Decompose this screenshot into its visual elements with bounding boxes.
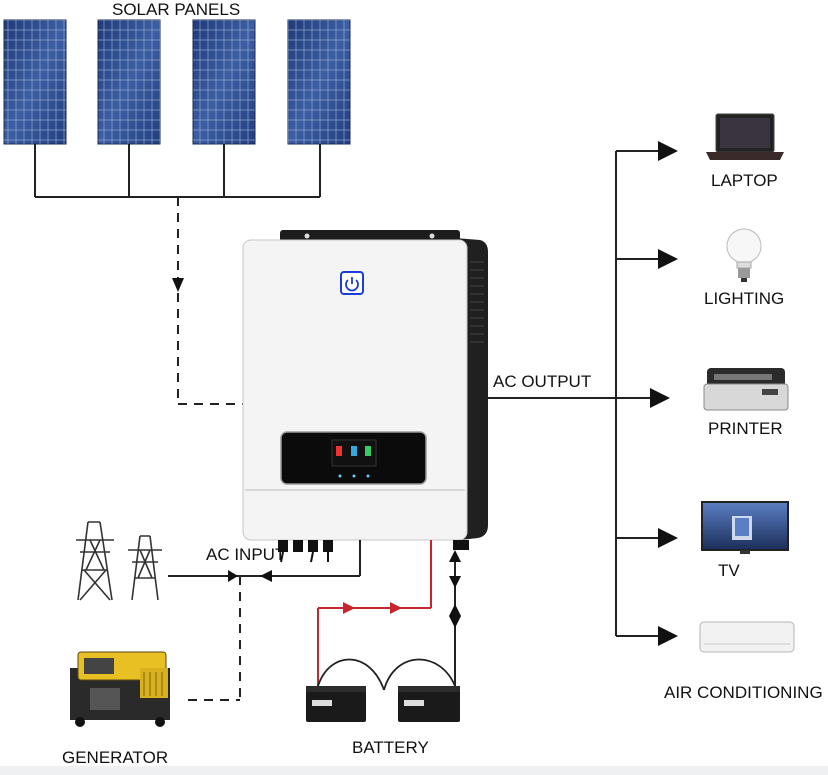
battery-arrow-icon (449, 550, 461, 562)
ac-input-label: AC INPUT (206, 545, 286, 564)
solar-panels-label: SOLAR PANELS (112, 0, 241, 19)
panel-wiring (34, 144, 321, 198)
printer-label: PRINTER (708, 419, 783, 438)
tv-icon (701, 501, 789, 554)
ac-input-arrow-icon (260, 570, 272, 582)
bottom-strip (0, 766, 828, 775)
battery-icon (398, 686, 460, 722)
lcd-display-icon (280, 431, 427, 485)
battery-arrow-icon (449, 604, 461, 616)
battery-label: BATTERY (352, 738, 429, 757)
solar-panel-icon (192, 19, 256, 145)
tv-label: TV (718, 561, 740, 580)
power-button-icon (340, 271, 364, 295)
pv-input-line (177, 197, 244, 405)
transmission-tower-icon (76, 521, 162, 601)
generator-icon (70, 651, 170, 727)
battery-positive-line (317, 540, 432, 690)
solar-panel-icon (3, 19, 67, 145)
battery-arrow-icon (343, 602, 355, 614)
battery-arrow-icon (449, 576, 461, 588)
light-bulb-icon (726, 228, 762, 282)
generator-label: GENERATOR (62, 748, 169, 767)
battery-cables (317, 658, 456, 691)
solar-panel-icon (97, 19, 161, 145)
solar-panel-icon (287, 19, 351, 145)
air-conditioner-icon (699, 621, 795, 653)
printer-icon (703, 368, 789, 411)
ac-output-lines (488, 141, 678, 646)
lighting-label: LIGHTING (704, 289, 785, 308)
battery-arrow-icon (390, 602, 402, 614)
pv-arrow-icon (172, 278, 184, 292)
generator-line (188, 576, 241, 701)
laptop-label: LAPTOP (711, 171, 778, 190)
ac-input-arrow-icon (228, 570, 238, 582)
ac-output-label: AC OUTPUT (493, 372, 592, 391)
laptop-icon (706, 113, 784, 160)
air-conditioning-label: AIR CONDITIONING (664, 683, 823, 702)
battery-arrow-icon (449, 616, 461, 628)
battery-icon (306, 686, 366, 722)
inverter-icon (242, 230, 488, 563)
